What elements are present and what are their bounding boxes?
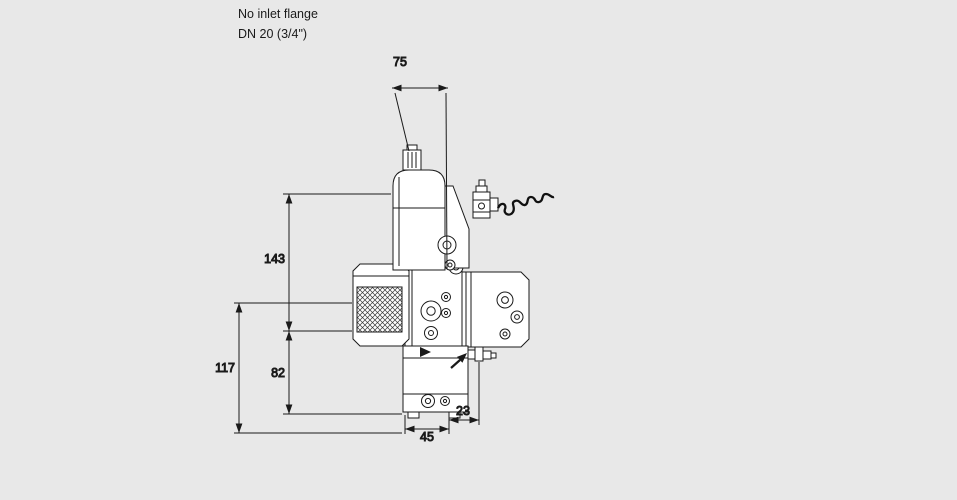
solenoid-actuator xyxy=(392,144,470,271)
dimension-45-label: 45 xyxy=(420,430,434,444)
strainer-mesh xyxy=(356,286,403,333)
dimension-75-label: 75 xyxy=(393,55,407,69)
dimension-45: 45 xyxy=(404,415,450,445)
note-no-inlet-flange: No inlet flange xyxy=(238,7,318,21)
outlet-flange-block xyxy=(461,271,530,348)
dimension-23-label: 23 xyxy=(456,404,470,418)
valve-body xyxy=(404,259,464,347)
dimension-82-label: 82 xyxy=(271,366,285,380)
dimension-117: 117 xyxy=(215,302,402,434)
test-point-arrow xyxy=(450,353,467,369)
dimension-143: 143 xyxy=(264,193,391,332)
drawing-notes: No inlet flange DN 20 (3/4") xyxy=(238,7,318,41)
cable-connector xyxy=(472,179,555,219)
note-dn-size: DN 20 (3/4") xyxy=(238,27,307,41)
dimension-82: 82 xyxy=(271,331,402,415)
valve-drawing xyxy=(352,144,555,419)
dimension-23: 23 xyxy=(449,362,480,425)
cable-scribble xyxy=(496,192,555,216)
actuator-cap xyxy=(402,144,422,171)
dimension-117-label: 117 xyxy=(215,361,235,375)
dimension-143-label: 143 xyxy=(264,252,285,266)
test-nipple xyxy=(467,346,497,362)
dimensions: 75 143 82 117 45 xyxy=(215,55,480,445)
flow-direction-marker xyxy=(420,347,431,357)
inlet-plate xyxy=(352,263,410,347)
dimension-75: 75 xyxy=(392,55,448,270)
